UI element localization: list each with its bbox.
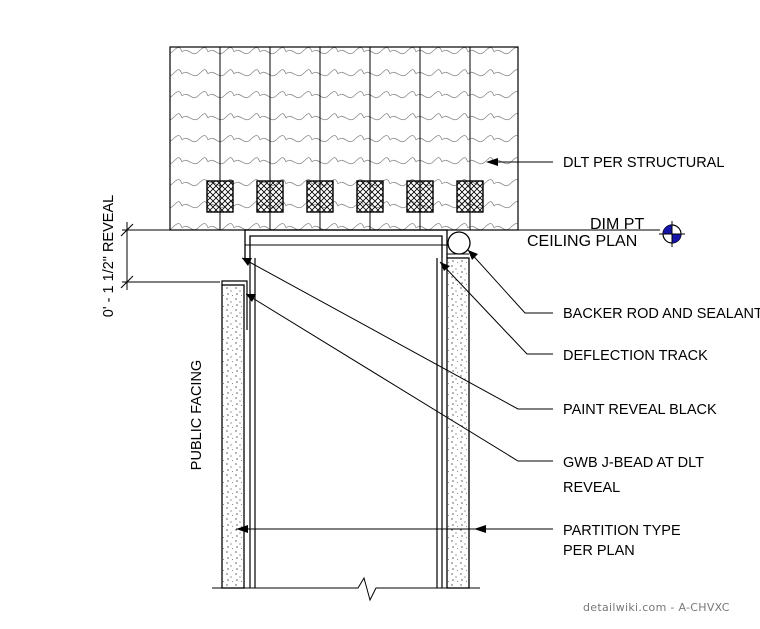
break-line xyxy=(212,576,480,602)
reveal-dimension xyxy=(120,222,220,290)
ceiling-plan-label: CEILING PLAN xyxy=(527,233,637,250)
public-facing-label: PUBLIC FACING xyxy=(189,360,205,470)
dlt-panel xyxy=(169,46,519,231)
partition-type-label-line2: PER PLAN xyxy=(563,543,635,559)
deflection-track-label: DEFLECTION TRACK xyxy=(563,348,708,364)
gwb-right xyxy=(446,257,470,589)
paint-reveal-label: PAINT REVEAL BLACK xyxy=(563,402,717,418)
dlt-label: DLT PER STRUCTURAL xyxy=(563,155,724,171)
gwb-left xyxy=(221,284,245,589)
leader-lines xyxy=(236,161,553,530)
deflection-track xyxy=(244,229,448,258)
dlt-nail-blocks xyxy=(206,180,484,213)
backer-rod xyxy=(447,231,471,255)
partition-type-label-line1: PARTITION TYPE xyxy=(563,523,681,539)
gwb-jbead-label-line2: REVEAL xyxy=(563,480,620,496)
backer-rod-label: BACKER ROD AND SEALANT xyxy=(563,306,760,322)
metal-studs xyxy=(249,258,443,588)
gwb-jbead-label-line1: GWB J-BEAD AT DLT xyxy=(563,455,704,471)
reveal-dimension-text: 0' - 1 1/2" REVEAL xyxy=(101,195,117,317)
watermark-text: detailwiki.com - A-CHVXC xyxy=(583,601,730,614)
dim-point-target-icon xyxy=(659,221,685,247)
leader-arrowheads xyxy=(236,158,498,533)
dim-pt-label: DIM PT xyxy=(590,216,644,233)
dlt-nail-tails xyxy=(219,212,471,230)
j-bead-left xyxy=(221,280,248,330)
